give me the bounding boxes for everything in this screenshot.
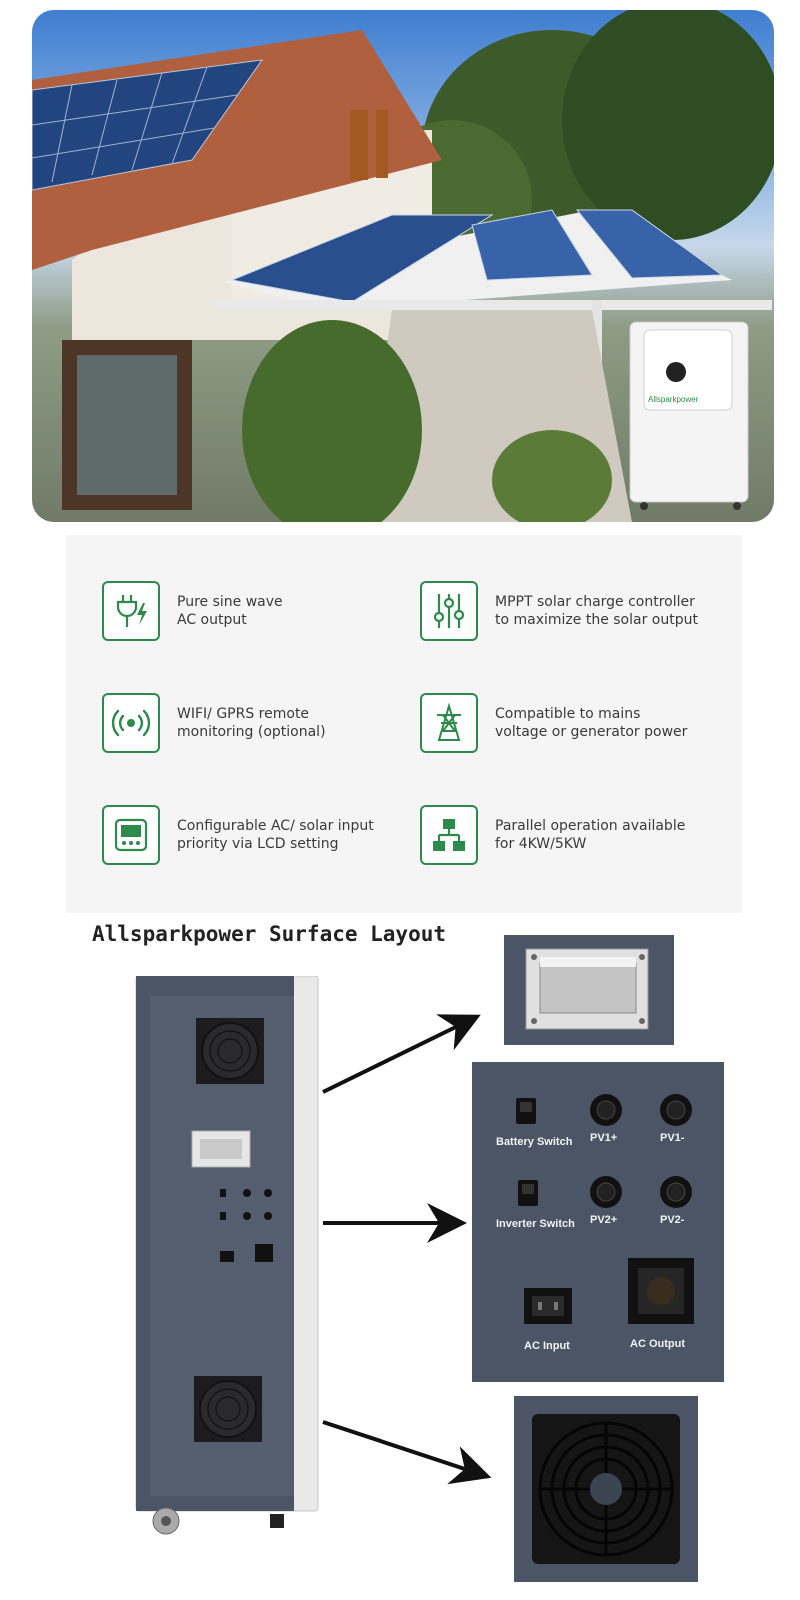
feature-mppt-controller: MPPT solar charge controller to maximize… [420,581,698,641]
pv2-minus-label: PV2- [660,1214,685,1226]
cabinet-brand-text: Allsparkpower [648,395,699,404]
wireless-signal-icon [102,693,160,753]
feature-text: Pure sine wave AC output [177,594,283,628]
feature-wifi-monitoring: WIFI/ GPRS remote monitoring (optional) [102,693,326,753]
pv1-minus-label: PV1- [660,1132,685,1144]
features-panel: Pure sine wave AC output MPPT solar char… [66,535,742,913]
feature-text: MPPT solar charge controller to maximize… [495,594,698,628]
cabinet-back-view [130,975,324,1536]
plug-bolt-icon [102,581,160,641]
feature-text: WIFI/ GPRS remote monitoring (optional) [177,706,326,740]
battery-switch-label: Battery Switch [496,1136,573,1148]
feature-pure-sine-wave: Pure sine wave AC output [102,581,283,641]
feature-text: Compatible to mains voltage or generator… [495,706,688,740]
surface-layout-title: Allsparkpower Surface Layout [92,922,447,946]
lcd-display-icon [102,805,160,865]
power-tower-icon [420,693,478,753]
pv1-plus-label: PV1+ [590,1132,618,1144]
feature-parallel-operation: Parallel operation available for 4KW/5KW [420,805,685,865]
port-panel-closeup: Battery Switch PV1+ PV1- Inverter Switch… [472,1062,724,1382]
feature-lcd-configuration: Configurable AC/ solar input priority vi… [102,805,374,865]
handle-closeup [504,935,674,1045]
hero-illustration: Allsparkpower [32,10,774,522]
inverter-switch-label: Inverter Switch [496,1218,575,1230]
hero-photo-house-solar: Allsparkpower [32,10,774,522]
feature-text: Parallel operation available for 4KW/5KW [495,818,686,852]
ac-output-label: AC Output [630,1338,685,1350]
sliders-icon [420,581,478,641]
fan-closeup [514,1396,698,1582]
network-parallel-icon [420,805,478,865]
feature-mains-compatible: Compatible to mains voltage or generator… [420,693,687,753]
pv2-plus-label: PV2+ [590,1214,618,1226]
ac-input-label: AC Input [524,1340,570,1352]
feature-text: Configurable AC/ solar input priority vi… [177,818,374,852]
